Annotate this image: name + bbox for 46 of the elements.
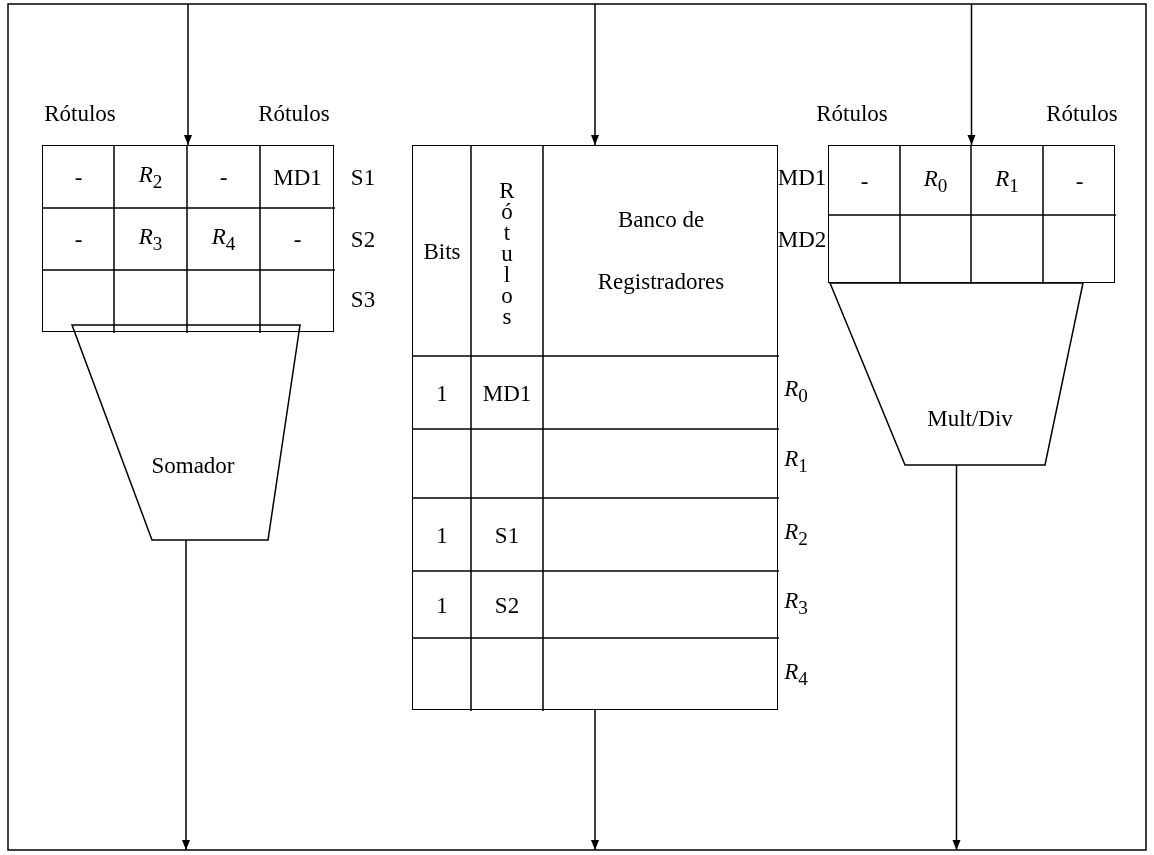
cell-text: - bbox=[74, 165, 83, 189]
register-name: R$_{4}$ bbox=[784, 660, 808, 688]
unit-label: Mult/Div bbox=[927, 406, 1013, 430]
register-name: R$_{2}$ bbox=[784, 520, 808, 548]
cell-text: 1 bbox=[436, 381, 448, 404]
cell-text: 1 bbox=[436, 593, 448, 616]
cell-text: - bbox=[219, 165, 228, 189]
cell-text: MD1 bbox=[273, 165, 322, 189]
cell-text: - bbox=[860, 169, 869, 192]
cell-text: Bits bbox=[423, 239, 461, 263]
column-header: Rótulos bbox=[44, 101, 116, 125]
reservation-station-table bbox=[42, 145, 334, 332]
cell-text: 1 bbox=[436, 523, 448, 546]
cell-text: - bbox=[293, 227, 302, 251]
column-header: Rótulos bbox=[816, 101, 888, 125]
cell-text: S2 bbox=[494, 593, 520, 616]
cell-text: MD1 bbox=[482, 381, 532, 404]
cell-text: R$_{0}$ bbox=[923, 166, 948, 195]
register-name: R$_{1}$ bbox=[784, 447, 808, 475]
column-header: Banco de Registradores bbox=[597, 206, 725, 296]
arrow bbox=[967, 3, 976, 146]
cell-text: - bbox=[1075, 169, 1084, 192]
unit-label: Somador bbox=[151, 453, 235, 477]
column-header: Rótulos bbox=[1046, 101, 1118, 125]
register-name: R$_{0}$ bbox=[784, 377, 808, 405]
cell-text: R$_{1}$ bbox=[995, 166, 1019, 195]
column-header: Rótulos bbox=[258, 101, 330, 125]
row-label: S1 bbox=[350, 165, 376, 189]
cell-text: S1 bbox=[494, 523, 520, 546]
register-file-table bbox=[412, 145, 778, 710]
arrow bbox=[952, 464, 961, 851]
arrow bbox=[591, 709, 599, 851]
row-label: S2 bbox=[350, 227, 376, 251]
cell-text: - bbox=[74, 227, 83, 251]
register-name: R$_{3}$ bbox=[784, 589, 808, 617]
arrow bbox=[591, 3, 599, 146]
row-label: MD1 bbox=[777, 165, 827, 189]
arrow bbox=[184, 3, 192, 146]
row-label: MD2 bbox=[777, 227, 827, 251]
cell-text: R$_{3}$ bbox=[138, 225, 163, 253]
vertical-column-header: Rótulos bbox=[495, 177, 519, 325]
arrow bbox=[182, 539, 190, 851]
row-label: S3 bbox=[350, 287, 376, 311]
cell-text: R$_{2}$ bbox=[138, 163, 163, 191]
cell-text: R$_{4}$ bbox=[211, 225, 236, 253]
reservation-station-table bbox=[828, 145, 1115, 283]
